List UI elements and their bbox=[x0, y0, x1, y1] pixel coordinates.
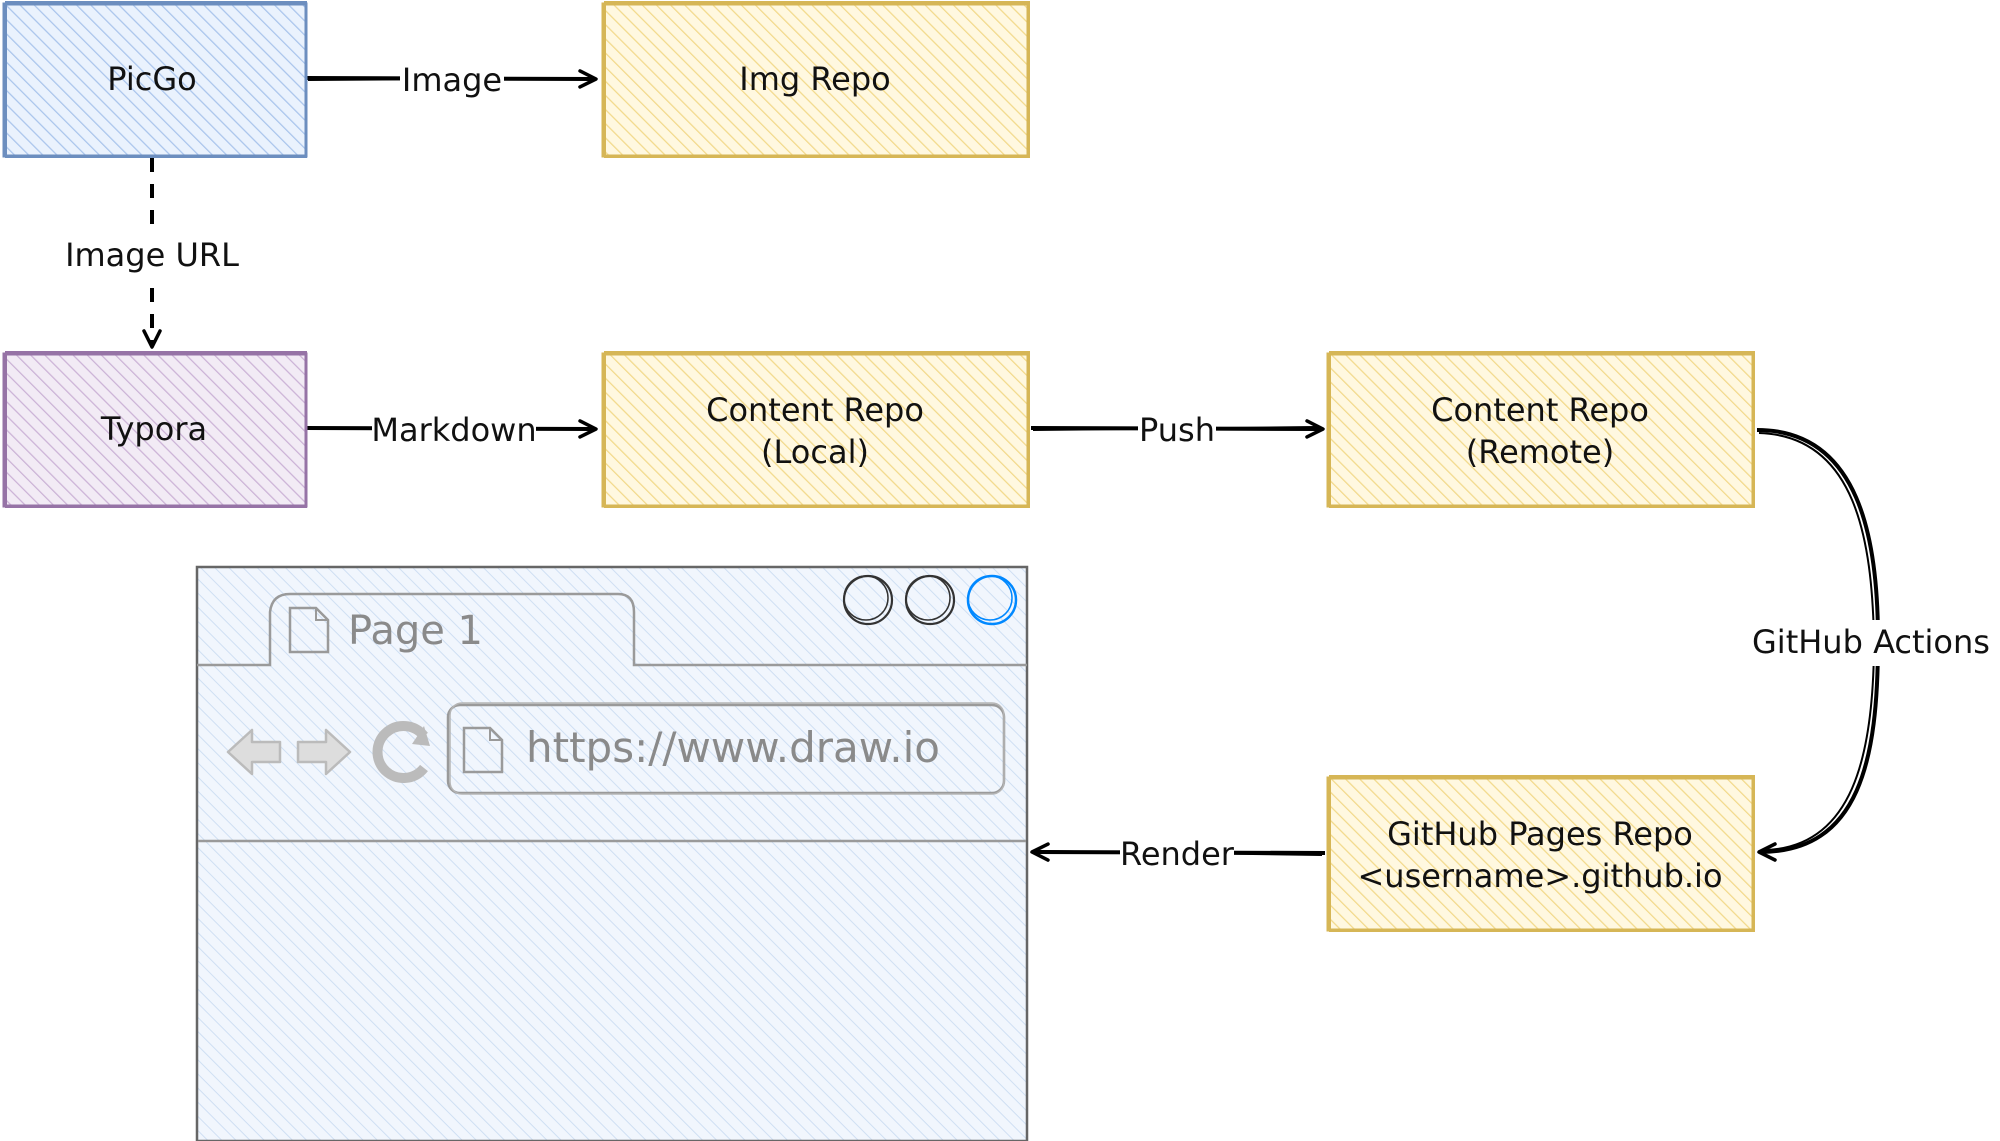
node-content-local-line2: (Local) bbox=[761, 433, 869, 471]
document-icon bbox=[288, 606, 330, 654]
node-content-repo-local[interactable]: Content Repo (Local) bbox=[601, 351, 1030, 508]
node-picgo[interactable]: PicGo bbox=[2, 1, 308, 158]
edge-github-actions-label: GitHub Actions bbox=[1752, 623, 1990, 661]
node-content-local-line1: Content Repo bbox=[706, 391, 924, 429]
refresh-icon[interactable] bbox=[372, 721, 430, 783]
edge-image: Image bbox=[305, 58, 598, 100]
node-pages-repo-line1: GitHub Pages Repo bbox=[1387, 815, 1693, 853]
edge-push-label: Push bbox=[1139, 411, 1215, 449]
edge-push-label-bg bbox=[1138, 408, 1216, 450]
maximize-icon[interactable] bbox=[904, 574, 956, 626]
node-typora[interactable]: Typora bbox=[2, 351, 308, 508]
close-icon[interactable] bbox=[966, 574, 1018, 626]
edge-image-url-label: Image URL bbox=[65, 236, 239, 274]
edge-image-url-label-bg bbox=[62, 232, 242, 276]
forward-arrow-icon[interactable] bbox=[296, 728, 352, 776]
node-pages-repo-line2: <username>.github.io bbox=[1357, 857, 1722, 895]
node-content-repo-remote[interactable]: Content Repo (Remote) bbox=[1326, 351, 1755, 508]
browser-tab-strip bbox=[197, 592, 1027, 667]
address-bar-url[interactable]: https://www.draw.io bbox=[526, 723, 940, 772]
node-content-remote-line2: (Remote) bbox=[1466, 433, 1614, 471]
edge-render: Render bbox=[1030, 832, 1326, 874]
edge-render-label-bg bbox=[1120, 832, 1234, 874]
node-img-repo-label: Img Repo bbox=[739, 60, 890, 98]
minimize-icon[interactable] bbox=[842, 574, 894, 626]
edge-render-label: Render bbox=[1120, 835, 1235, 873]
edge-markdown: Markdown bbox=[305, 408, 598, 450]
edge-image-label-bg bbox=[400, 58, 504, 100]
node-picgo-label: PicGo bbox=[107, 60, 196, 98]
node-img-repo[interactable]: Img Repo bbox=[601, 1, 1030, 158]
node-content-remote-line1: Content Repo bbox=[1431, 391, 1649, 429]
document-icon bbox=[462, 726, 504, 774]
address-bar[interactable]: https://www.draw.io bbox=[446, 702, 1006, 795]
edge-github-actions-label-bg bbox=[1748, 620, 2000, 666]
edge-markdown-label: Markdown bbox=[371, 411, 536, 449]
back-arrow-icon[interactable] bbox=[226, 728, 282, 776]
node-typora-label: Typora bbox=[100, 410, 207, 448]
edge-push: Push bbox=[1030, 408, 1325, 450]
edge-image-label: Image bbox=[402, 61, 502, 99]
browser-window[interactable]: Page 1 bbox=[195, 565, 1029, 1141]
node-github-pages-repo[interactable]: GitHub Pages Repo <username>.github.io bbox=[1326, 775, 1755, 932]
edge-image-url: Image URL bbox=[62, 158, 242, 349]
browser-tab[interactable]: Page 1 bbox=[288, 606, 483, 654]
browser-frame bbox=[195, 565, 1029, 1141]
browser-tab-label: Page 1 bbox=[348, 608, 483, 654]
edge-github-actions: GitHub Actions bbox=[1748, 428, 2000, 862]
edge-markdown-label-bg bbox=[372, 408, 536, 450]
